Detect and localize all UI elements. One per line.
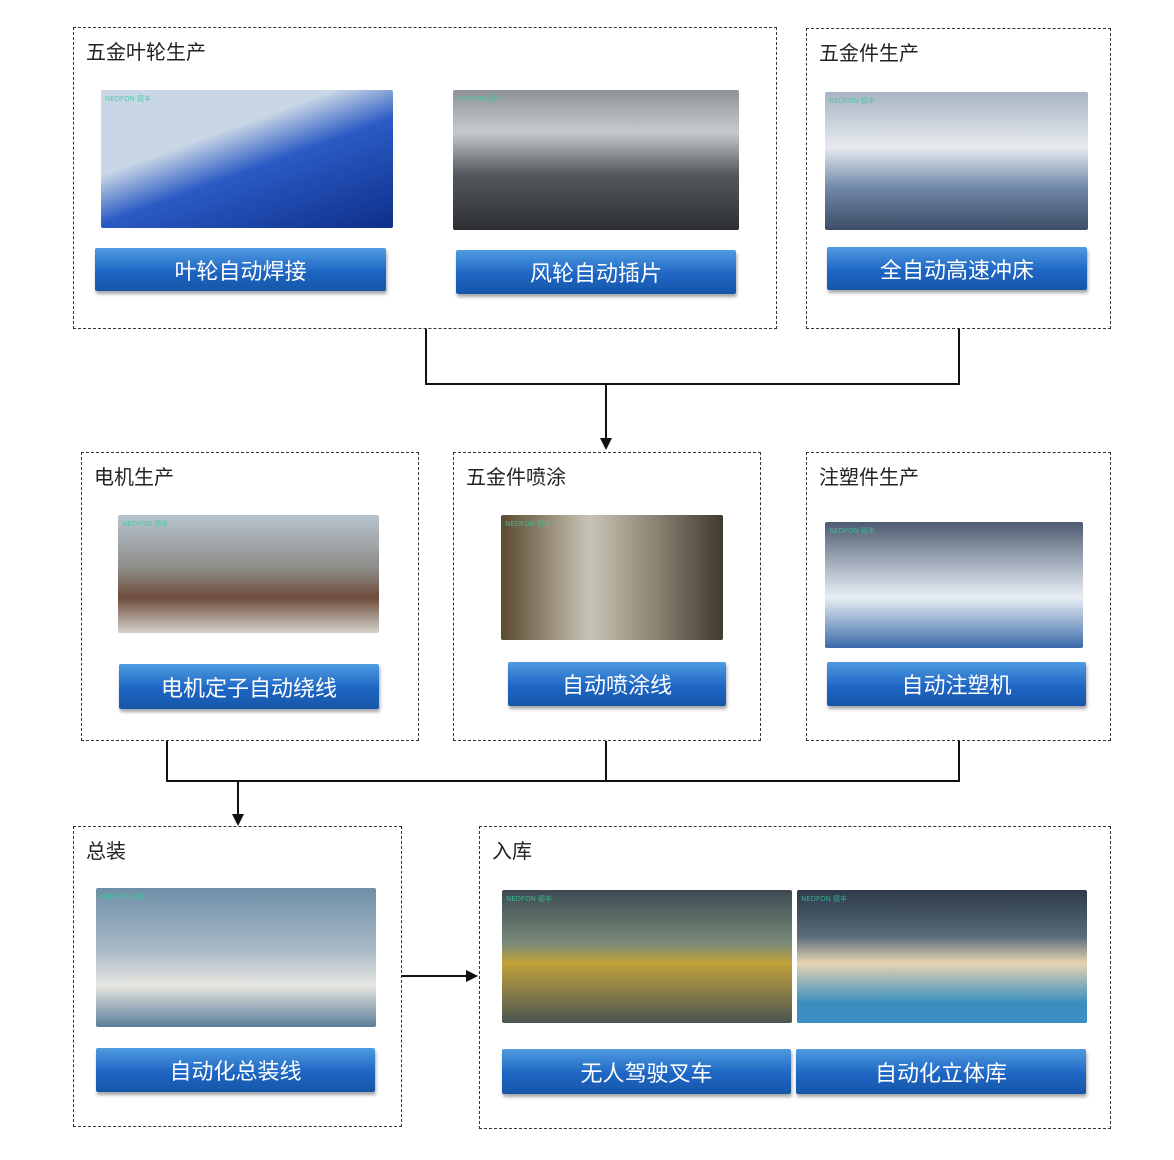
photo-assembly: NEDFON 德丰	[96, 888, 376, 1027]
section-impeller: 五金叶轮生产	[73, 27, 777, 329]
section-title: 五金件生产	[819, 41, 919, 65]
section-title: 总装	[86, 839, 126, 863]
photo-inserting: NEDFON 德丰	[453, 90, 739, 230]
watermark-logo: NEDFON 德丰	[829, 97, 876, 105]
label-punch-press: 全自动高速冲床	[827, 247, 1087, 290]
label-impeller-welding: 叶轮自动焊接	[95, 248, 386, 291]
photo-warehouse: NEDFON 德丰	[797, 890, 1087, 1023]
watermark-logo: NEDFON 德丰	[505, 520, 552, 528]
connector	[958, 329, 960, 384]
label-stereo-warehouse: 自动化立体库	[796, 1049, 1086, 1094]
connector	[958, 741, 960, 781]
arrow-down-icon	[232, 814, 244, 826]
section-hardware: 五金件生产	[806, 28, 1111, 329]
label-fan-inserting: 风轮自动插片	[456, 250, 736, 294]
connector	[425, 329, 427, 384]
section-title: 注塑件生产	[819, 465, 919, 489]
connector	[605, 383, 607, 440]
section-injection: 注塑件生产	[806, 452, 1111, 741]
watermark-logo: NEDFON 德丰	[100, 893, 147, 901]
label-assembly-line: 自动化总装线	[96, 1048, 375, 1092]
connector	[166, 780, 960, 782]
section-spraying: 五金件喷涂	[453, 452, 761, 741]
watermark-logo: NEDFON 德丰	[801, 895, 848, 903]
section-warehouse: 入库	[479, 826, 1111, 1129]
watermark-logo: NEDFON 德丰	[122, 520, 169, 528]
watermark-logo: NEDFON 德丰	[105, 95, 152, 103]
section-title: 入库	[492, 839, 532, 863]
photo-injection: NEDFON 德丰	[825, 522, 1083, 648]
label-injection-machine: 自动注塑机	[827, 662, 1086, 706]
photo-spraying: NEDFON 德丰	[501, 515, 723, 640]
label-spray-line: 自动喷涂线	[508, 662, 726, 706]
section-motor: 电机生产	[81, 452, 419, 741]
connector	[166, 741, 168, 781]
connector	[605, 741, 607, 781]
section-assembly: 总装	[73, 826, 402, 1127]
section-title: 五金叶轮生产	[86, 40, 206, 64]
connector	[237, 780, 239, 816]
photo-punch: NEDFON 德丰	[825, 92, 1088, 230]
watermark-logo: NEDFON 德丰	[506, 895, 553, 903]
label-stator-winding: 电机定子自动绕线	[119, 664, 379, 709]
section-title: 电机生产	[94, 465, 174, 489]
photo-agv: NEDFON 德丰	[502, 890, 792, 1023]
photo-motor: NEDFON 德丰	[118, 515, 379, 633]
arrow-right-icon	[466, 970, 478, 982]
connector	[402, 975, 468, 977]
photo-welding: NEDFON 德丰	[101, 90, 393, 228]
connector	[425, 383, 960, 385]
watermark-logo: NEDFON 德丰	[829, 527, 876, 535]
label-agv-forklift: 无人驾驶叉车	[502, 1049, 791, 1094]
watermark-logo: NEDFON 德丰	[457, 95, 504, 103]
arrow-down-icon	[600, 438, 612, 450]
section-title: 五金件喷涂	[466, 465, 566, 489]
